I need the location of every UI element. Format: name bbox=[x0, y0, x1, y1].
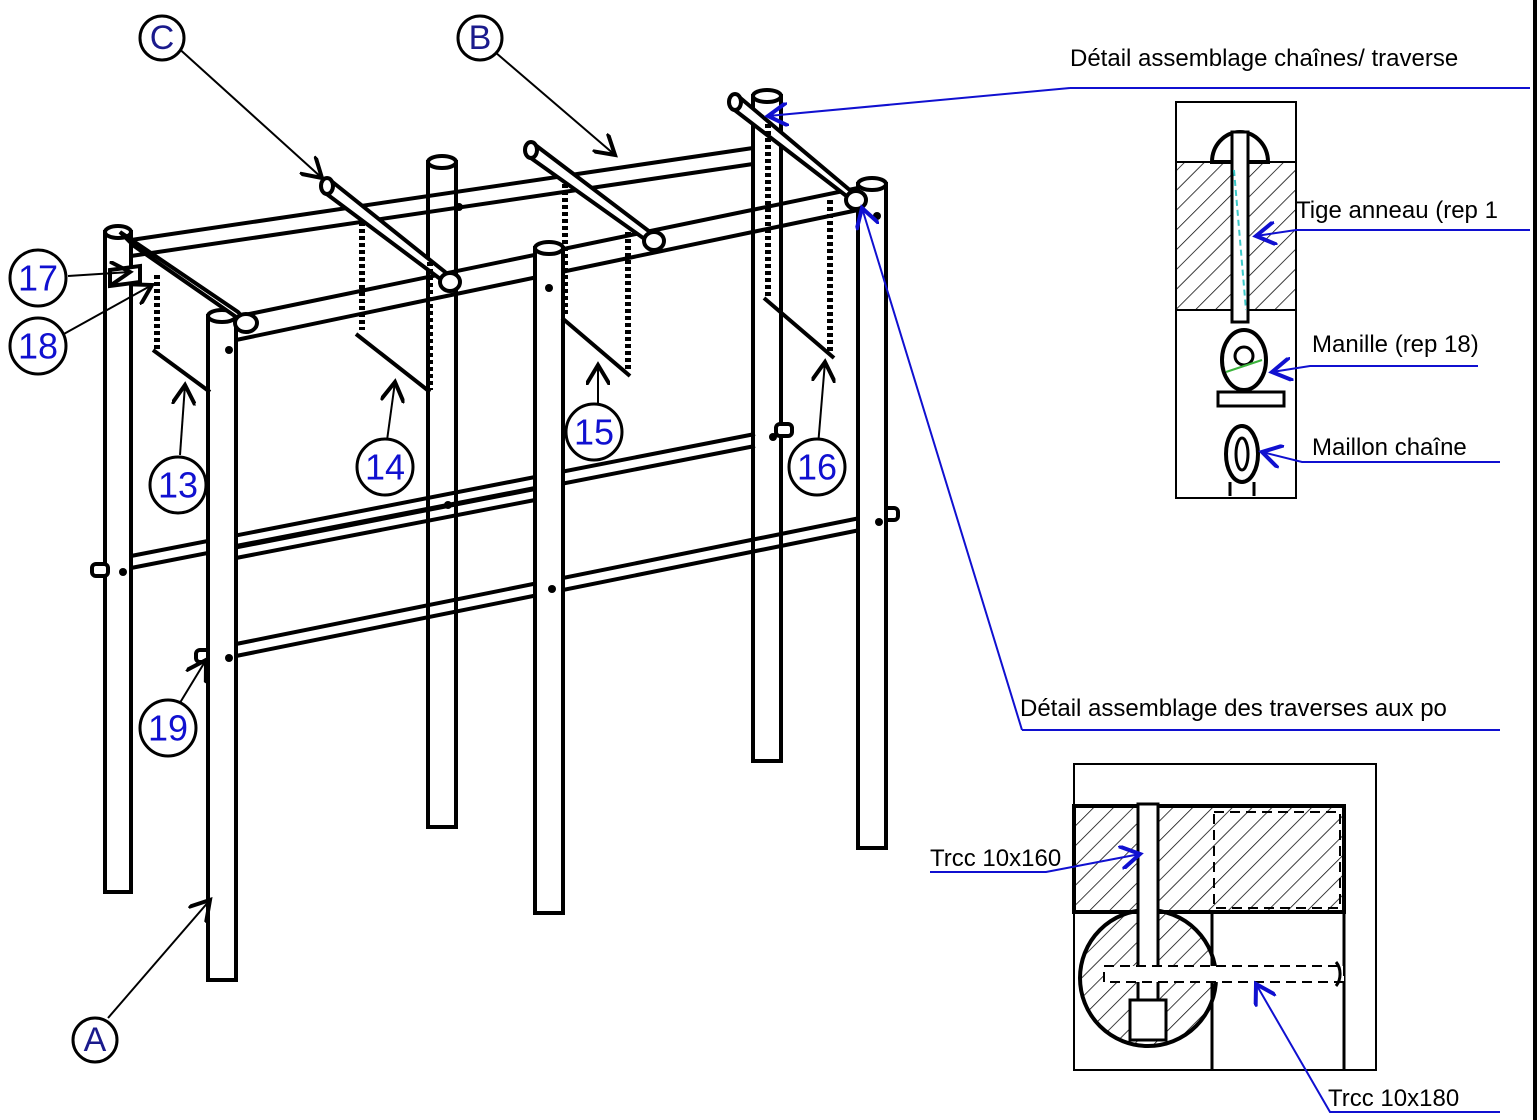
frame-structure bbox=[90, 88, 900, 982]
label-manille: Manille (rep 18) bbox=[1312, 331, 1479, 358]
rail-mid-front bbox=[235, 486, 536, 560]
label-maillon: Maillon chaîne bbox=[1312, 434, 1467, 461]
detail-chain-assembly: Détail assemblage chaînes/ traverse Tige… bbox=[1070, 45, 1530, 499]
detail-chain-title: Détail assemblage chaînes/ traverse bbox=[1070, 45, 1458, 72]
letter-c: C bbox=[150, 19, 175, 57]
callout-19: 19 bbox=[138, 698, 198, 758]
traverse-b bbox=[523, 140, 666, 252]
label-tige-anneau: Tige anneau (rep 1 bbox=[1296, 197, 1498, 224]
callout-18-label: 18 bbox=[18, 326, 58, 367]
letter-bubble-c: C bbox=[138, 14, 186, 62]
rail-end-right-mid bbox=[774, 422, 794, 438]
rail-top-back bbox=[130, 146, 754, 258]
callout-19-label: 19 bbox=[148, 708, 188, 749]
callout-15: 15 bbox=[564, 402, 624, 462]
shackle-pin bbox=[1216, 390, 1286, 408]
letter-b: B bbox=[469, 19, 492, 57]
callout-15-label: 15 bbox=[574, 412, 614, 453]
detail-traverse-title: Détail assemblage des traverses aux po bbox=[1020, 695, 1447, 722]
pole-front-left bbox=[206, 308, 238, 982]
leaders bbox=[61, 44, 1530, 1019]
swing-bars bbox=[151, 296, 836, 394]
traverse-right bbox=[727, 92, 868, 211]
ring-rod bbox=[1230, 130, 1250, 324]
callout-18: 18 bbox=[8, 316, 68, 376]
bolt-180 bbox=[1103, 965, 1345, 983]
traverse-c bbox=[319, 176, 462, 293]
callout-14-label: 14 bbox=[365, 447, 405, 488]
rail-end-left bbox=[90, 562, 110, 578]
callout-16: 16 bbox=[787, 437, 847, 497]
detail-traverse-assembly: Détail assemblage des traverses aux po T… bbox=[930, 695, 1500, 1113]
pole-front-middle bbox=[533, 240, 565, 915]
letter-a: A bbox=[84, 1021, 107, 1059]
pole-back-left bbox=[103, 224, 133, 894]
chains bbox=[154, 124, 833, 390]
callout-13: 13 bbox=[148, 455, 208, 515]
callout-16-label: 16 bbox=[797, 447, 837, 488]
callout-14: 14 bbox=[355, 437, 415, 497]
pole-front-right bbox=[856, 176, 888, 850]
callout-17: 17 bbox=[8, 248, 68, 308]
detail-traverse-frame bbox=[1073, 763, 1377, 1071]
callout-17-label: 17 bbox=[18, 258, 58, 299]
letter-bubble-b: B bbox=[456, 14, 504, 62]
label-trcc-160: Trcc 10x160 bbox=[930, 845, 1061, 872]
letter-bubble-a: A bbox=[71, 1016, 119, 1064]
label-trcc-180: Trcc 10x180 bbox=[1328, 1085, 1459, 1112]
callout-13-label: 13 bbox=[158, 465, 198, 506]
